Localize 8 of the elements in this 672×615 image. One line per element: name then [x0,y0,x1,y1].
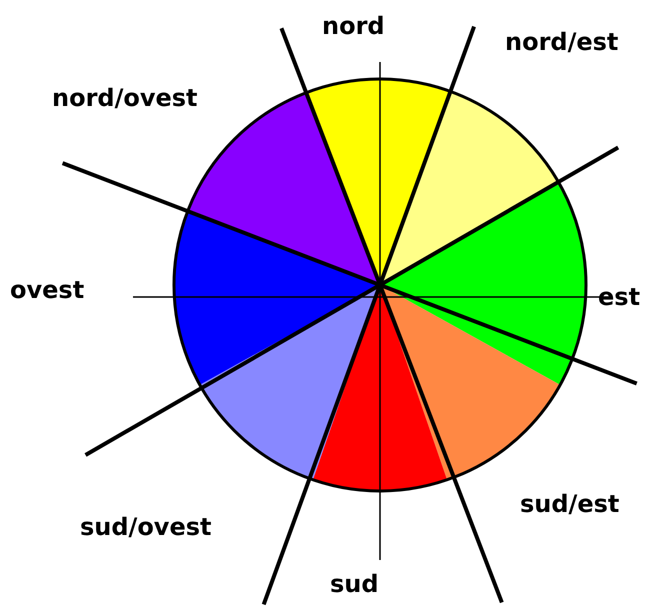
direction-label: ovest [10,278,84,302]
direction-label: sud/est [520,492,620,516]
direction-label: nord/est [505,30,618,54]
direction-label: sud/ovest [80,515,212,539]
direction-label: est [598,285,640,309]
direction-label: sud [330,572,379,596]
direction-label: nord [322,14,385,38]
direction-label: nord/ovest [52,86,198,110]
